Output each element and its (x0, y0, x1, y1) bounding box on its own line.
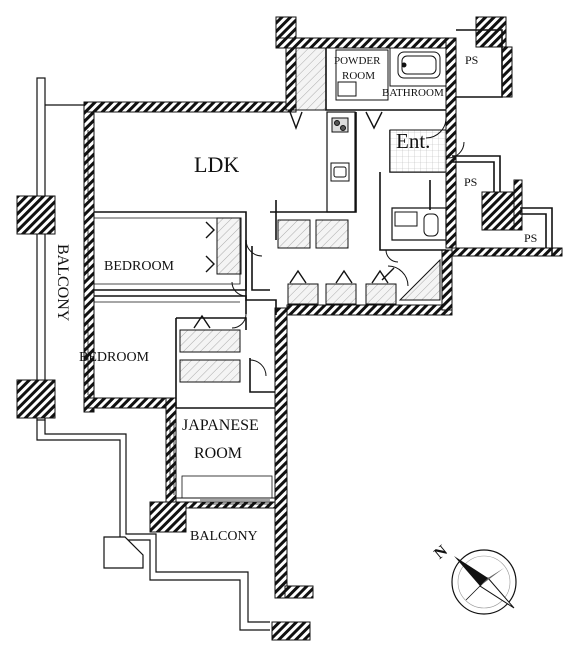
japanese-room-label-line2: ROOM (194, 445, 242, 462)
interior-shaded-blocks (179, 47, 441, 383)
fixtures (330, 51, 441, 237)
ps-label-1: PS (465, 53, 478, 67)
entrance-label: Ent. (396, 129, 430, 153)
powder-room-label-line2: ROOM (342, 70, 375, 82)
doors[interactable] (231, 117, 465, 377)
compass-north-label: N (431, 542, 451, 563)
folding-doors (193, 111, 395, 329)
toilet-icon (423, 213, 439, 237)
bedroom-label-2: BEDROOM (79, 350, 150, 365)
exterior-walls (83, 16, 563, 641)
stove-icon (331, 117, 349, 133)
balcony-south-label: BALCONY (190, 529, 258, 544)
sink-icon (337, 81, 357, 97)
powder-room-label-line1: POWDER (334, 55, 381, 67)
windows (83, 130, 270, 505)
compass-icon: N (431, 542, 517, 615)
japanese-room-label-line1: JAPANESE (182, 417, 259, 434)
ps-label-2: PS (464, 175, 477, 189)
bedroom-label-1: BEDROOM (104, 259, 175, 274)
ps-label-3: PS (524, 231, 537, 245)
column-west-top (16, 195, 56, 235)
balcony-west-label: BALCONY (54, 244, 71, 322)
column-west-bottom (16, 379, 56, 419)
wash-basin-icon (394, 211, 418, 227)
balcony-west (16, 77, 270, 631)
outdoor-unit (103, 536, 144, 569)
ldk-label: LDK (194, 152, 239, 177)
room-labels: LDK BEDROOM BEDROOM JAPANESE ROOM BALCON… (54, 53, 537, 544)
bathroom-label: BATHROOM (382, 87, 444, 99)
